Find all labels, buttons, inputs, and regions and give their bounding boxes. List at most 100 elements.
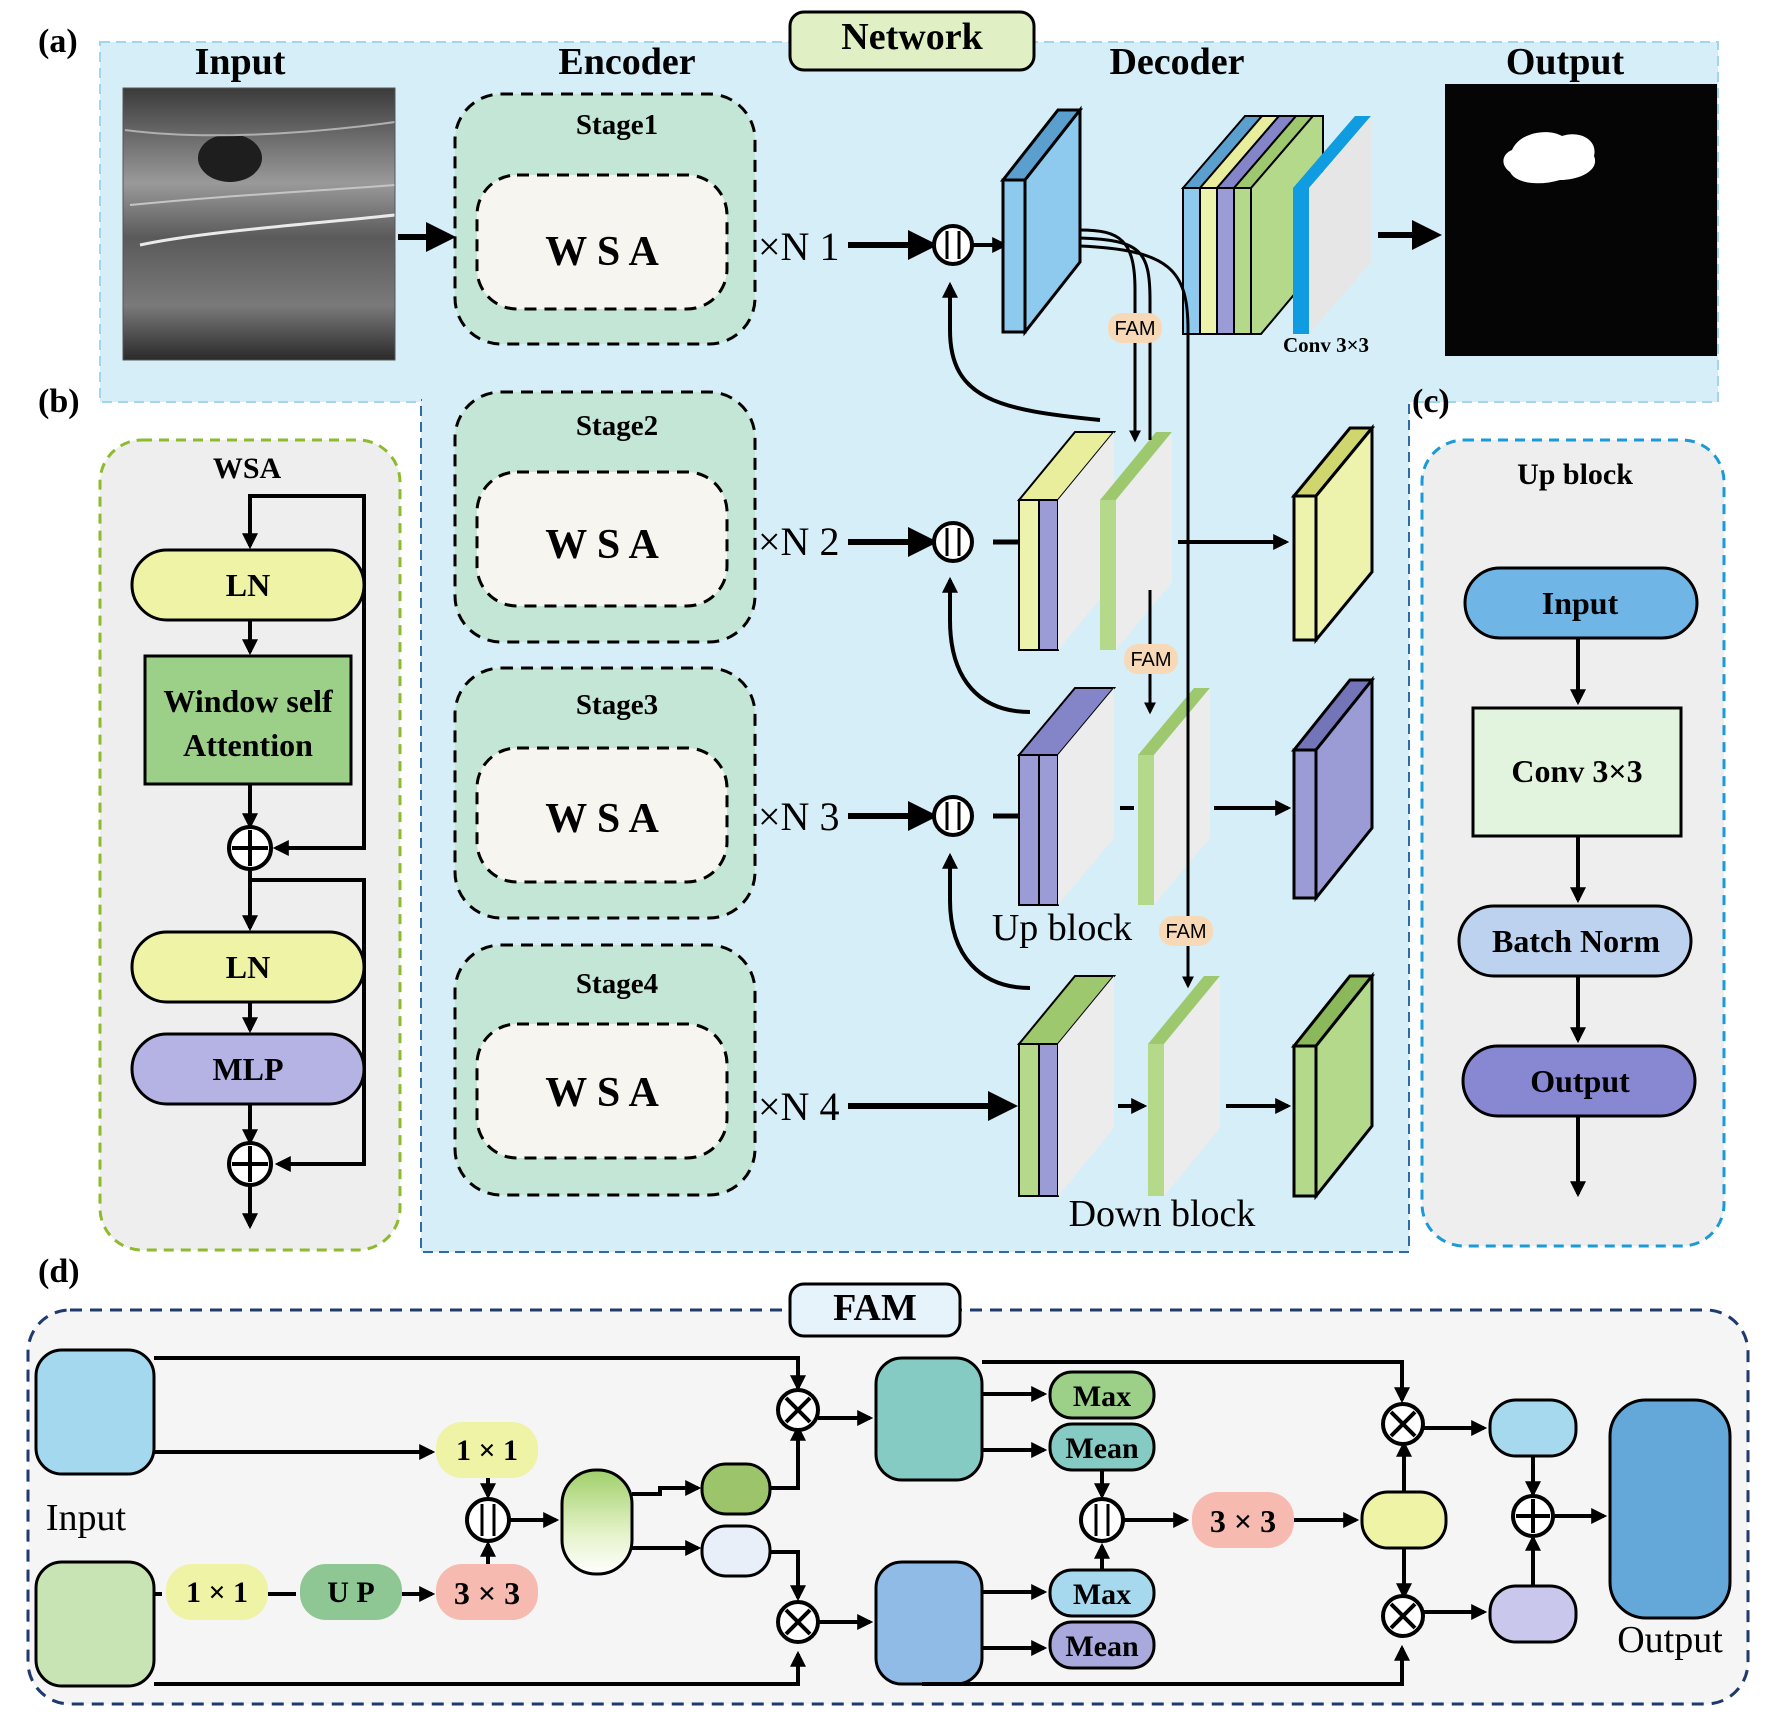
fam-max-top-text: Max — [1073, 1380, 1131, 1413]
wsa-attention-line2: Attention — [183, 727, 313, 763]
wsa-title: WSA — [213, 452, 282, 485]
fam-attention-map — [560, 1468, 634, 1576]
wsa-attention-line1: Window self — [163, 683, 333, 719]
down-block-label: Down block — [1069, 1193, 1256, 1235]
upblock-input-box — [1463, 566, 1699, 640]
fam-input-label: Input — [46, 1497, 127, 1539]
concat-icon — [465, 1497, 511, 1543]
wsa-ln2: LN — [226, 949, 270, 985]
output-feature-yellow — [1290, 423, 1376, 645]
stage-1-name: Stage1 — [576, 109, 658, 141]
network-title-box — [788, 10, 1036, 72]
wsa-mlp: MLP — [212, 1051, 283, 1087]
wsa-attention-box — [143, 654, 353, 786]
fam-weight-top — [700, 1462, 772, 1516]
up-block-row-3 — [1016, 687, 1210, 906]
fam-conv3x3-left-text: 3 × 3 — [454, 1575, 520, 1611]
fam-enhanced-top — [874, 1356, 984, 1482]
panel-d-label: (d) — [38, 1253, 80, 1290]
concat-icon — [932, 521, 974, 563]
fam-branch-bottom — [1488, 1584, 1578, 1644]
multiply-icon — [1381, 1402, 1425, 1446]
up-block-label: Up block — [992, 907, 1132, 949]
stage-2-repeat: ×N 2 — [758, 519, 839, 564]
concat-icon — [932, 224, 974, 266]
fam-tag-text: FAM — [1114, 318, 1155, 340]
decoder-concat-stack — [1180, 115, 1371, 335]
fam-title: FAM — [833, 1287, 917, 1329]
multiply-icon — [776, 1600, 820, 1644]
output-heading: Output — [1506, 41, 1625, 83]
stage-3-repeat: ×N 3 — [758, 794, 839, 839]
stage-1: Stage1 W S A — [453, 92, 757, 346]
fam-max-top — [1048, 1370, 1156, 1420]
upblock-input: Input — [1542, 585, 1619, 621]
stage-2: Stage2 W S A — [453, 390, 757, 644]
panel-a-label: (a) — [38, 23, 78, 60]
fam-conv3x3-right-text: 3 × 3 — [1210, 1503, 1276, 1539]
fam-conv3x3-right — [1192, 1492, 1294, 1548]
fam-tag-text: FAM — [1165, 921, 1206, 943]
fam-tag-text: FAM — [1130, 649, 1171, 671]
concat-icon — [1079, 1497, 1125, 1543]
down-block-row-4 — [1016, 975, 1220, 1197]
add-icon — [227, 1141, 273, 1187]
add-icon — [227, 825, 273, 871]
panel-c-background — [1420, 438, 1726, 1248]
fam-tag — [1108, 313, 1162, 343]
panel-b-label: (b) — [38, 383, 80, 420]
up-block-row-2 — [1016, 431, 1172, 651]
add-icon — [1511, 1494, 1555, 1538]
fam-conv1x1-top-text: 1 × 1 — [456, 1434, 518, 1467]
fam-conv1x1-bottom — [166, 1564, 268, 1620]
fam-title-box — [788, 1282, 962, 1338]
output-mask-image — [1445, 84, 1717, 356]
decoder-blue-feature — [999, 105, 1084, 337]
fam-mean-top-text: Mean — [1065, 1432, 1139, 1465]
fam-upsample-text: U P — [327, 1576, 375, 1609]
stage-3-block: W S A — [545, 796, 659, 842]
upblock-bn: Batch Norm — [1492, 923, 1660, 959]
stage-4-name: Stage4 — [576, 968, 658, 1000]
stage-1-repeat: ×N 1 — [758, 224, 839, 269]
fam-upsample — [300, 1564, 402, 1620]
decoder-conv-label: Conv 3×3 — [1283, 333, 1369, 357]
fam-mean-bottom-text: Mean — [1065, 1630, 1139, 1663]
fam-input-feature-bottom — [34, 1560, 156, 1688]
multiply-icon — [1381, 1594, 1425, 1638]
fam-conv1x1-top — [436, 1422, 538, 1478]
ultrasound-input-image — [122, 87, 396, 361]
fam-input-feature-top — [34, 1348, 156, 1476]
multiply-icon — [776, 1388, 820, 1432]
upblock-conv: Conv 3×3 — [1511, 753, 1642, 789]
wsa-ln1: LN — [226, 567, 270, 603]
stage-2-block: W S A — [545, 522, 659, 568]
fam-weight-bottom — [700, 1524, 772, 1578]
panel-c-label: (c) — [1412, 383, 1450, 420]
stage-3: Stage3 W S A — [453, 666, 757, 920]
output-feature-purple — [1290, 675, 1376, 903]
upblock-title: Up block — [1517, 458, 1633, 491]
fam-spatial-weight — [1360, 1490, 1448, 1550]
fam-conv3x3-left — [436, 1564, 538, 1620]
upblock-bn-box — [1457, 904, 1693, 978]
network-title: Network — [841, 16, 983, 58]
output-feature-green — [1290, 971, 1376, 1201]
fam-enhanced-bottom — [874, 1560, 984, 1686]
fam-output-feature — [1608, 1398, 1732, 1620]
fam-max-bottom-text: Max — [1073, 1578, 1131, 1611]
encoder-heading: Encoder — [558, 41, 695, 83]
stage-2-name: Stage2 — [576, 410, 658, 442]
stage-4-block: W S A — [545, 1070, 659, 1116]
stage-4: Stage4 W S A — [453, 943, 757, 1197]
fam-conv1x1-bottom-text: 1 × 1 — [186, 1576, 248, 1609]
decoder-heading: Decoder — [1109, 41, 1244, 83]
fam-mean-bottom — [1048, 1620, 1156, 1670]
concat-icon — [932, 795, 974, 837]
fam-branch-top — [1488, 1398, 1578, 1458]
upblock-output: Output — [1530, 1063, 1630, 1099]
stage-3-name: Stage3 — [576, 689, 658, 721]
stage-4-repeat: ×N 4 — [758, 1084, 839, 1129]
fam-output-label: Output — [1617, 1619, 1723, 1661]
